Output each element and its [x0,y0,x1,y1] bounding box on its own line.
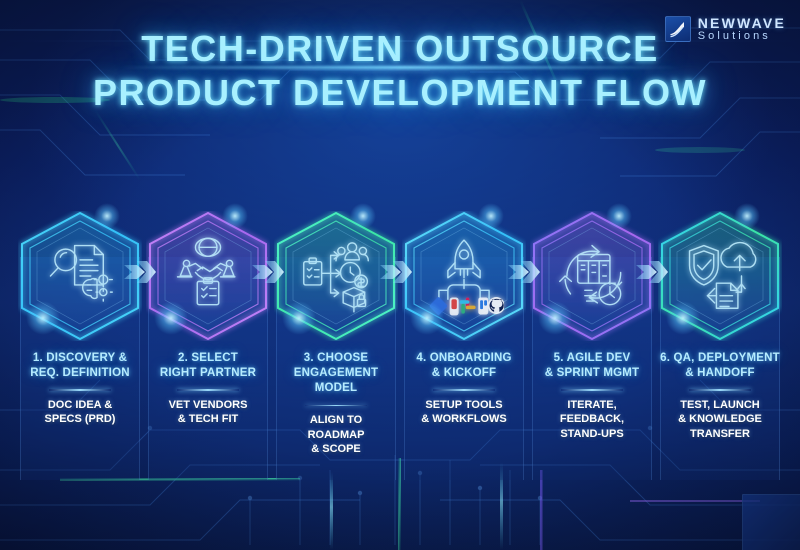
step-divider [433,389,495,391]
step-subtitle: ITERATE,FEEDBACK,STAND-UPS [559,398,625,440]
step-subtitle: DOC IDEA &SPECS (PRD) [44,398,116,426]
step-subtitle: VET VENDORS& TECH FIT [168,398,248,426]
flow-arrow [122,257,158,287]
flow-arrow [634,257,670,287]
title-line-1: TECH-DRIVEN OUTSOURCE [141,28,659,69]
flow-arrow-icon [508,261,540,283]
step-subtitle: SETUP TOOLS& WORKFLOWS [421,398,507,426]
flow-arrow-icon [252,261,284,283]
process-flow-row: 1. DISCOVERY &REQ. DEFINITION DOC IDEA &S… [0,203,800,480]
step-labels: 4. ONBOARDING& KICKOFF SETUP TOOLS& WORKF… [400,351,528,427]
logo-text: NEWWAVE Solutions [698,16,786,42]
flow-arrow [250,257,286,287]
brand-logo[interactable]: NEWWAVE Solutions [664,16,786,43]
title-line-2: PRODUCT DEVELOPMENT FLOW [93,72,707,114]
process-step-5[interactable]: 5. AGILE DEV& SPRINT MGMT ITERATE,FEEDBAC… [528,203,668,480]
step-title: 5. AGILE DEV& SPRINT MGMT [544,352,640,380]
step-divider [49,389,111,391]
process-step-6[interactable]: 6. QA, DEPLOYMENT& HANDOFF TEST, LAUNCH& … [656,203,784,480]
step-hexagon [658,211,782,341]
flow-arrow [506,257,542,287]
logo-subtitle: Solutions [697,29,771,42]
step-labels: 5. AGILE DEV& SPRINT MGMT ITERATE,FEEDBAC… [528,351,656,441]
flow-arrow-icon [380,261,412,283]
wave-glyph [669,22,684,38]
wave-logo-icon [664,16,691,43]
flow-arrow-icon [636,261,668,283]
step-divider [561,389,623,391]
step-title: 1. DISCOVERY &REQ. DEFINITION [30,352,130,380]
step-title: 4. ONBOARDING& KICKOFF [416,352,512,380]
step-divider [177,389,239,391]
logo-name: NEWWAVE [697,15,786,31]
process-step-1[interactable]: 1. DISCOVERY &REQ. DEFINITION DOC IDEA &S… [16,203,156,480]
step-labels: 1. DISCOVERY &REQ. DEFINITION DOC IDEA &S… [16,351,144,427]
step-divider [689,389,751,391]
step-labels: 6. QA, DEPLOYMENT& HANDOFF TEST, LAUNCH& … [656,351,784,441]
hexagon-frame [661,211,779,341]
page-title: TECH-DRIVEN OUTSOURCE PRODUCT DEVELOPMEN… [0,28,800,113]
title-light-beam [120,66,680,69]
header: TECH-DRIVEN OUTSOURCE PRODUCT DEVELOPMEN… [0,0,800,130]
flow-arrow [378,257,414,287]
process-step-4[interactable]: 4. ONBOARDING& KICKOFF SETUP TOOLS& WORKF… [400,203,540,480]
step-divider [305,404,367,407]
flow-arrow-icon [124,261,156,283]
corner-accent-box [742,494,800,550]
step-title: 6. QA, DEPLOYMENT& HANDOFF [660,352,780,380]
